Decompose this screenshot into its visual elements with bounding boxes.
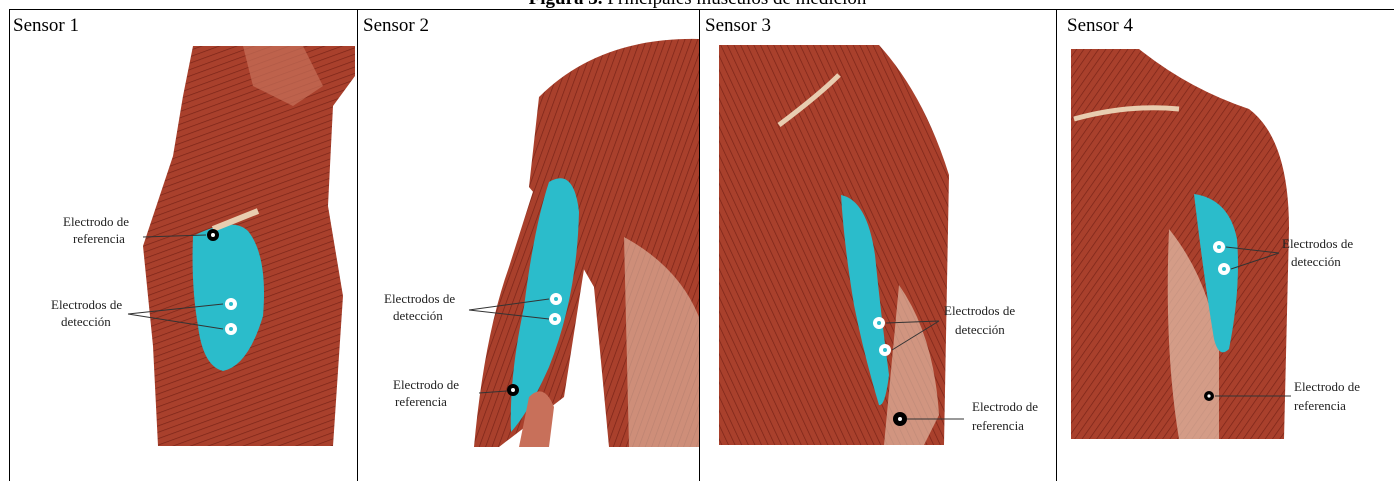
detection-label-line2: detección — [393, 308, 443, 323]
reference-label-line1: Electrodo de — [1294, 379, 1360, 394]
reference-label-line2: referencia — [73, 231, 125, 246]
table-top-border — [9, 9, 1394, 10]
table-divider-1 — [357, 9, 358, 481]
sensor-4-label: Sensor 4 — [1067, 15, 1133, 37]
sensor-3-anatomy: Electrodos de detección Electrodo de ref… — [709, 35, 1054, 447]
detection-label-line1: Electrodos de — [384, 291, 455, 306]
reference-label-line2: referencia — [972, 418, 1024, 433]
detection-label-line1: Electrodos de — [51, 297, 122, 312]
detection-label-line1: Electrodos de — [944, 303, 1015, 318]
table-divider-3 — [1056, 9, 1057, 481]
sensor-3-label: Sensor 3 — [705, 15, 771, 37]
sensor-1-anatomy: Electrodo de referencia Electrodos de de… — [43, 46, 355, 446]
detection-label-line2: detección — [1291, 254, 1341, 269]
reference-label-line2: referencia — [395, 394, 447, 409]
detection-label-line2: detección — [61, 314, 111, 329]
sensor-2-label: Sensor 2 — [363, 15, 429, 37]
sensor-4-anatomy: Electrodos de detección Electrodo de ref… — [1069, 49, 1394, 449]
reference-label-line1: Electrodo de — [63, 214, 129, 229]
sensor-2-anatomy: Electrodos de detección Electrodo de ref… — [379, 37, 699, 447]
reference-label-line1: Electrodo de — [972, 399, 1038, 414]
table-border-left — [9, 9, 10, 481]
reference-label-line2: referencia — [1294, 398, 1346, 413]
sensor-table: Sensor 1 Electrodo de referencia Electro — [9, 9, 1394, 481]
table-divider-2 — [699, 9, 700, 481]
sensor-1-label: Sensor 1 — [13, 15, 79, 37]
detection-label-line2: detección — [955, 322, 1005, 337]
detection-label-line1: Electrodos de — [1282, 236, 1353, 251]
reference-label-line1: Electrodo de — [393, 377, 459, 392]
